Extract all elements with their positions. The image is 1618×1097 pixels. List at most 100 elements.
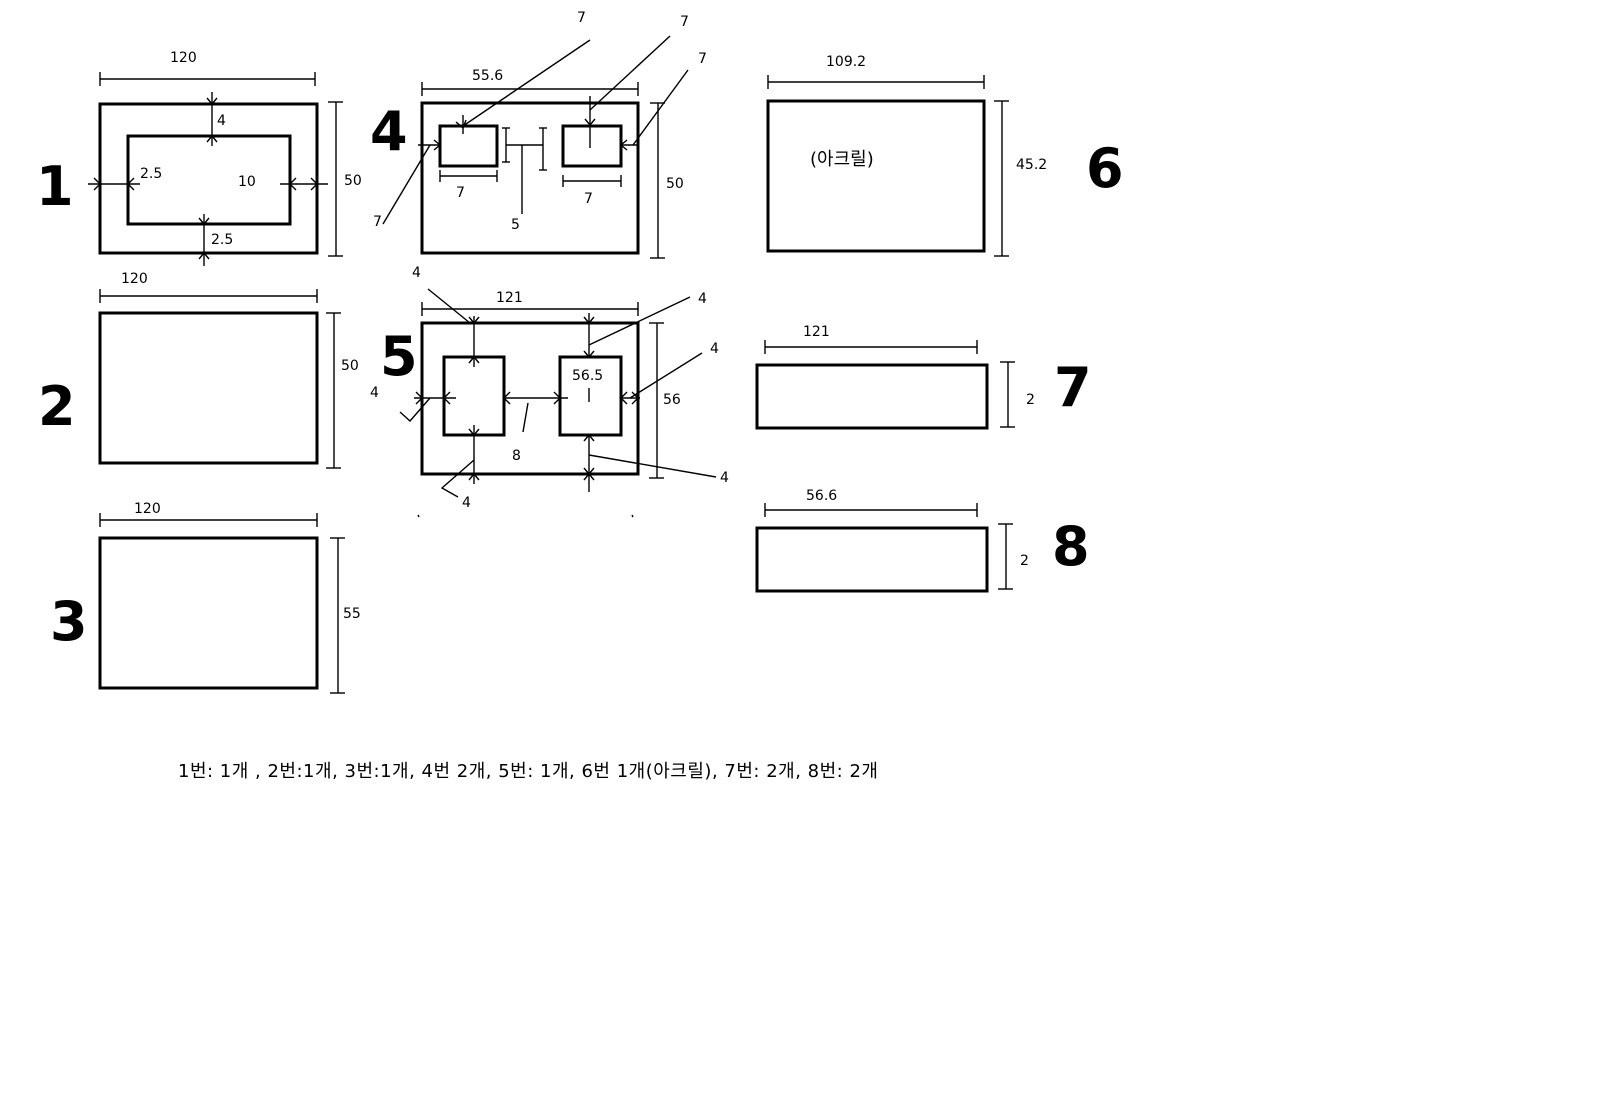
part-7: 121 2 7 [755, 324, 1092, 430]
part-1: 1 120 50 4 2.5 10 2.5 [36, 50, 362, 266]
part-8-rect [755, 526, 989, 593]
part-5-number: 5 [380, 325, 418, 388]
part-4-callout-top-left-label: 7 [577, 10, 586, 26]
part-4-right-cell [561, 124, 623, 168]
part-6-material-label: (아크릴) [810, 149, 874, 170]
part-5-callout-right-label: 4 [710, 341, 719, 357]
part-2: 2 120 50 [38, 271, 359, 469]
arrow [206, 134, 218, 143]
arrow [583, 350, 595, 359]
arrow [583, 472, 595, 481]
part-1-inner-rect [126, 134, 292, 226]
part-4-callout-top-left-line [462, 39, 591, 127]
arrow [198, 251, 210, 260]
part-1-number: 1 [36, 155, 74, 218]
arrow [619, 139, 628, 151]
dot [631, 514, 634, 518]
arrow [631, 391, 639, 405]
part-3-height-label: 55 [343, 606, 361, 622]
part-4-callout-left-label: 7 [373, 214, 382, 230]
arrow [198, 217, 210, 226]
arrow [415, 391, 423, 405]
part-5-callout-left-line [399, 397, 431, 422]
part-6-height-label: 45.2 [1016, 157, 1047, 173]
part-5-gap-leader [522, 402, 529, 433]
part-1-top-margin-label: 4 [217, 113, 226, 129]
part-2-rect [98, 311, 319, 465]
part-4-outer-rect [420, 101, 640, 255]
part-7-rect [755, 363, 989, 430]
part-5-width-label: 121 [496, 290, 523, 306]
arrow [127, 177, 135, 191]
arrow [468, 428, 480, 437]
part-5: 5 121 56 56.5 8 [370, 265, 729, 518]
part-3-number: 3 [50, 590, 88, 653]
part-4-right-cell-width-label: 7 [584, 191, 593, 207]
part-3-width-label: 120 [134, 501, 161, 517]
part-4-callout-right-label: 7 [698, 51, 707, 67]
part-5-callout-right-line [629, 352, 703, 399]
arrow [310, 177, 318, 191]
part-6-width-label: 109.2 [826, 54, 866, 70]
part-7-height-label: 2 [1026, 392, 1035, 408]
part-5-callout-left-label: 4 [370, 385, 379, 401]
part-8-height-label: 2 [1020, 553, 1029, 569]
part-1-right-margin-label: 10 [238, 174, 256, 190]
arrow [503, 391, 511, 405]
part-1-height-label: 50 [344, 173, 362, 189]
part-5-callout-bottom-left-label: 4 [462, 495, 471, 511]
arrow [468, 316, 480, 325]
part-8-number: 8 [1052, 515, 1090, 578]
part-7-number: 7 [1054, 356, 1092, 419]
part-4-width-label: 55.6 [472, 68, 503, 84]
part-3: 3 120 55 [50, 501, 361, 694]
part-5-left-window [442, 355, 506, 437]
part-5-height-label: 56 [663, 392, 681, 408]
arrow [433, 139, 442, 151]
part-4-left-cell [438, 124, 499, 168]
part-6-number: 6 [1086, 137, 1124, 200]
part-2-number: 2 [38, 375, 76, 438]
part-1-bottom-margin-label: 2.5 [211, 232, 233, 248]
part-1-outer-rect [98, 102, 319, 255]
part-6: (아크릴) 109.2 45.2 6 [766, 54, 1124, 257]
part-5-gap-label: 8 [512, 448, 521, 464]
part-8: 56.6 2 8 [755, 488, 1090, 593]
part-5-callout-bottom-right-line [588, 454, 717, 478]
part-4-callout-top-right-line [589, 35, 671, 111]
part-4-height-label: 50 [666, 176, 684, 192]
part-5-callout-bottom-left-line [440, 459, 475, 498]
part-7-width-label: 121 [803, 324, 830, 340]
quantity-summary: 1번: 1개 , 2번:1개, 3번:1개, 4번 2개, 5번: 1개, 6번… [178, 761, 878, 782]
dot [417, 514, 420, 518]
arrow [93, 177, 101, 191]
part-4-left-cell-width-label: 7 [456, 185, 465, 201]
arrow [620, 391, 628, 405]
part-5-window-label: 56.5 [572, 368, 603, 384]
arrow [206, 97, 218, 106]
part-4-callout-top-right-label: 7 [680, 14, 689, 30]
part-5-callout-top-right-line [588, 296, 691, 346]
arrow [583, 433, 595, 442]
part-5-callout-top-right-label: 4 [698, 291, 707, 307]
part-6-rect [766, 99, 986, 253]
part-4-callout-left-line [382, 144, 431, 225]
part-8-width-label: 56.6 [806, 488, 837, 504]
part-4-callout-right-line [632, 69, 689, 146]
arrow [468, 355, 480, 364]
part-2-width-label: 120 [121, 271, 148, 287]
part-4: 4 55.6 50 7 7 7 7 7 [370, 10, 707, 259]
arrow [584, 118, 596, 127]
arrow [468, 472, 480, 481]
part-2-height-label: 50 [341, 358, 359, 374]
part-5-callout-bottom-right-label: 4 [720, 470, 729, 486]
part-4-number: 4 [370, 100, 408, 163]
part-3-rect [98, 536, 319, 690]
part-1-left-margin-label: 2.5 [140, 166, 162, 182]
part-4-gap-label: 5 [511, 217, 520, 233]
part-5-callout-top-left-line [427, 288, 471, 324]
part-5-callout-top-left-label: 4 [412, 265, 421, 281]
arrow [289, 177, 297, 191]
part-1-width-label: 120 [170, 50, 197, 66]
